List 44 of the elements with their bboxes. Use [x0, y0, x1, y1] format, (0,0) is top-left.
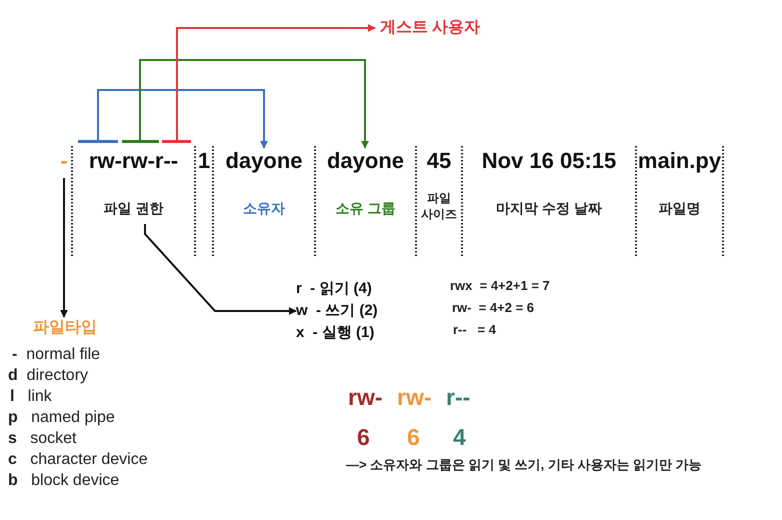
- permission-group: rw-: [348, 384, 382, 411]
- summary-text: —> 소유자와 그룹은 읽기 및 쓰기, 기타 사용자는 읽기만 가능: [346, 456, 702, 474]
- octal-digit: 6: [357, 424, 370, 451]
- arrow: [176, 24, 376, 140]
- octal-digit: 6: [407, 424, 420, 451]
- field-value: dayone: [224, 148, 304, 174]
- link-count: 1: [195, 148, 213, 178]
- file-type-item: b block device: [8, 472, 120, 490]
- field-caption: 파일 사이즈: [420, 190, 458, 222]
- section-heading: 파일타입: [30, 317, 100, 339]
- formula-text: rwx = 4+2+1 = 7: [450, 278, 550, 293]
- octal-digit: 4: [453, 424, 466, 451]
- bracket-mark: [122, 140, 159, 143]
- bracket-mark: [78, 140, 118, 143]
- permission-line: x - 실행 (1): [296, 323, 374, 343]
- annotation-label: 게스트 사용자: [375, 17, 485, 39]
- permission-line: r - 읽기 (4): [296, 279, 372, 299]
- file-type-item: p named pipe: [8, 409, 115, 427]
- field-value: Nov 16 05:15: [480, 148, 618, 174]
- field-value: dayone: [326, 148, 406, 174]
- field-caption: 파일명: [658, 200, 702, 218]
- arrow: [97, 89, 268, 149]
- arrow: [139, 59, 369, 149]
- file-type-item: l link: [10, 388, 52, 406]
- arrow: [144, 224, 297, 315]
- permission-line: w - 쓰기 (2): [296, 301, 378, 321]
- file-type-char: -: [56, 148, 72, 178]
- file-type-item: - normal file: [12, 346, 100, 364]
- field-caption: 소유 그룹: [334, 200, 396, 218]
- field-caption: 소유자: [242, 200, 286, 218]
- field-value: 45: [426, 148, 452, 174]
- arrow: [60, 178, 68, 318]
- formula-text: r-- = 4: [453, 322, 496, 337]
- formula-text: rw- = 4+2 = 6: [452, 300, 534, 315]
- field-value: rw-rw-r--: [88, 148, 180, 174]
- field-caption: 마지막 수정 날짜: [495, 200, 603, 218]
- field-caption: 파일 권한: [102, 200, 164, 218]
- file-type-item: d directory: [8, 367, 88, 385]
- bracket-mark: [162, 140, 191, 143]
- permission-group: rw-: [397, 384, 432, 411]
- permission-group: r--: [446, 384, 470, 411]
- file-type-item: s socket: [8, 430, 76, 448]
- field-value: main.py: [636, 148, 722, 174]
- file-type-item: c character device: [8, 451, 148, 469]
